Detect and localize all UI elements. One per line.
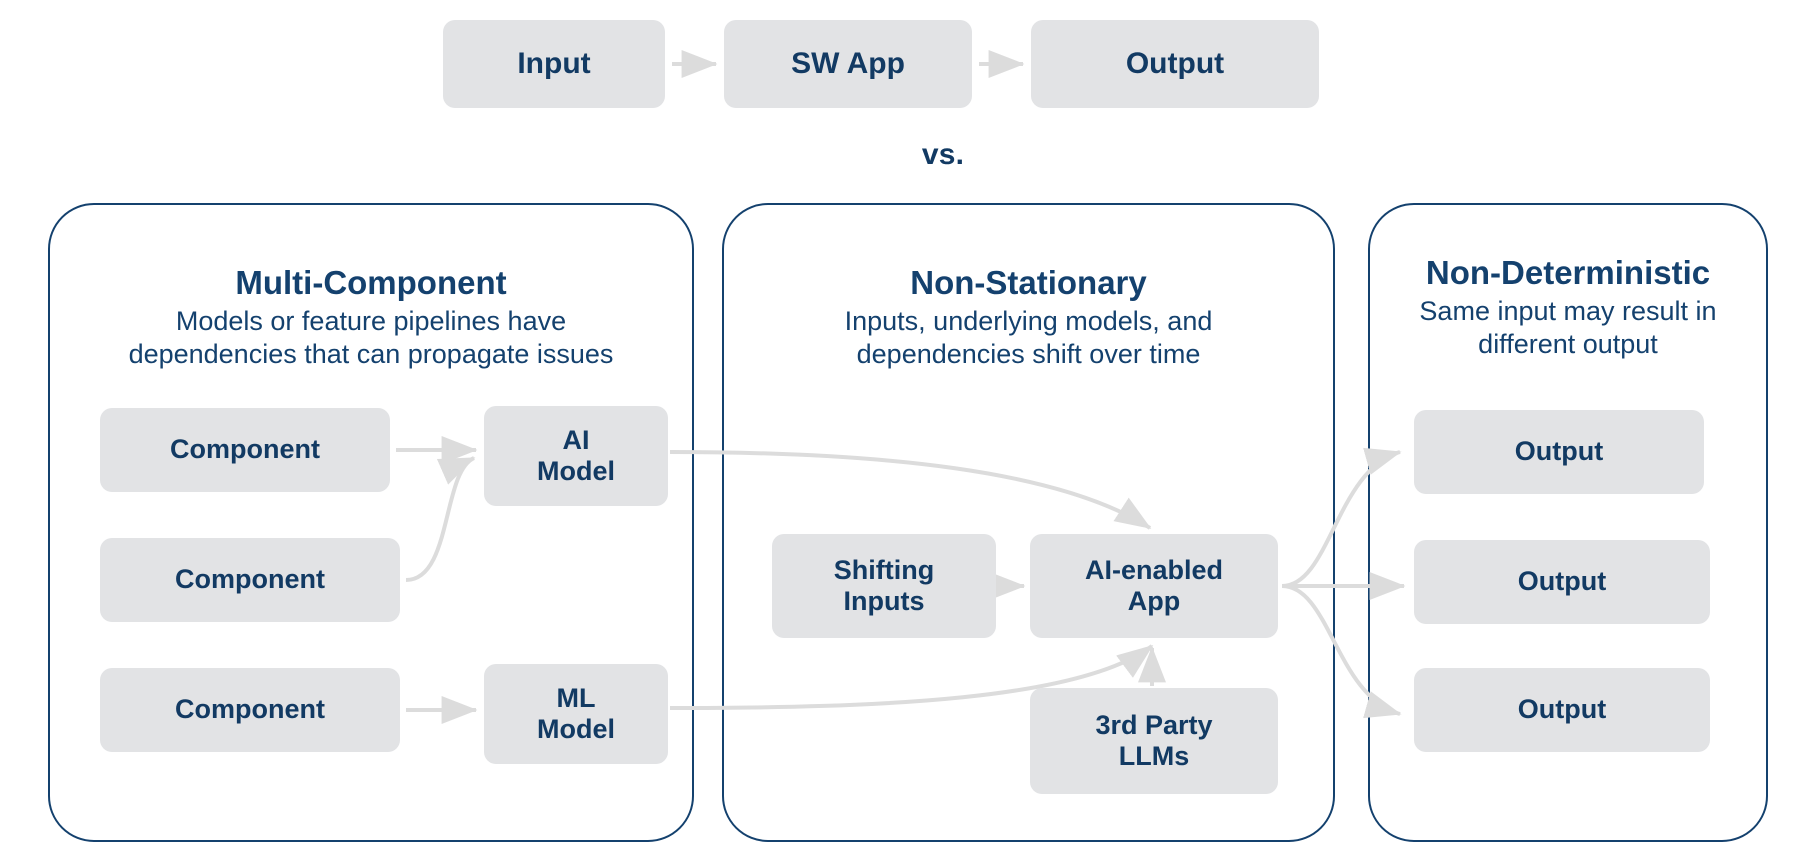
node-output-2: Output	[1414, 540, 1710, 624]
node-output-1: Output	[1414, 410, 1704, 494]
node-ai-model: AI Model	[484, 406, 668, 506]
node-ml-model: ML Model	[484, 664, 668, 764]
node-component-2: Component	[100, 538, 400, 622]
node-output: Output	[1031, 20, 1319, 108]
vs-text: vs.	[921, 138, 965, 171]
node-shifting-inputs: Shifting Inputs	[772, 534, 996, 638]
node-sw-app: SW App	[724, 20, 972, 108]
node-component-3: Component	[100, 668, 400, 752]
node-output-3: Output	[1414, 668, 1710, 752]
node-ai-enabled-app: AI-enabled App	[1030, 534, 1278, 638]
node-component-1: Component	[100, 408, 390, 492]
node-third-party-llms: 3rd Party LLMs	[1030, 688, 1278, 794]
vs-label: vs.	[0, 138, 1814, 172]
node-input: Input	[443, 20, 665, 108]
